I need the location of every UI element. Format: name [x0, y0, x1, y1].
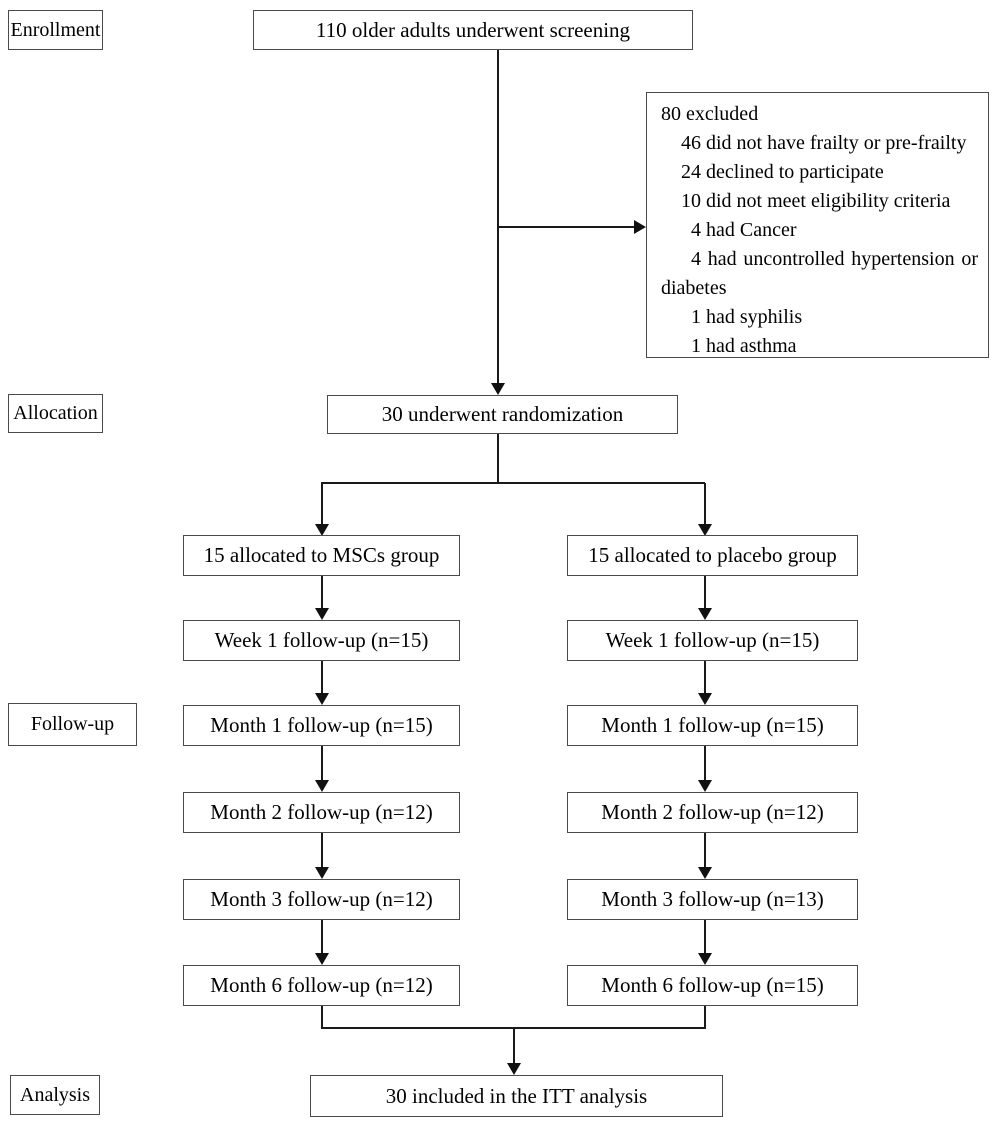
- box-placebo-month6: Month 6 follow-up (n=15): [567, 965, 858, 1006]
- box-randomization: 30 underwent randomization: [327, 395, 678, 434]
- connector-right: [704, 661, 706, 693]
- box-msc-month3: Month 3 follow-up (n=12): [183, 879, 460, 920]
- excluded-line: 24 declined to participate: [681, 161, 884, 183]
- arrowhead-down: [698, 693, 712, 705]
- box-msc-month6: Month 6 follow-up (n=12): [183, 965, 460, 1006]
- box-msc-week1: Week 1 follow-up (n=15): [183, 620, 460, 661]
- connector-left: [321, 920, 323, 953]
- connector-merge-left: [321, 1006, 323, 1028]
- arrowhead-down: [698, 524, 712, 536]
- connector-merge-horizontal: [321, 1027, 706, 1029]
- stage-label-allocation: Allocation: [8, 394, 103, 433]
- excluded-line: 4 had uncontrolled hypertension or diabe…: [661, 248, 978, 299]
- excluded-line: 1 had syphilis: [691, 306, 803, 328]
- connector-merge-center: [513, 1028, 515, 1063]
- stage-label-followup: Follow-up: [8, 703, 137, 746]
- connector-right: [704, 576, 706, 608]
- excluded-line: 4 had Cancer: [691, 219, 797, 241]
- box-placebo-month2: Month 2 follow-up (n=12): [567, 792, 858, 833]
- arrowhead-down: [315, 693, 329, 705]
- box-placebo-week1: Week 1 follow-up (n=15): [567, 620, 858, 661]
- connector-left: [321, 576, 323, 608]
- excluded-line: 46 did not have frailty or pre-frailty: [681, 132, 967, 154]
- connector-excluded-branch: [498, 226, 634, 228]
- connector-split-horizontal: [321, 482, 705, 484]
- connector-right: [704, 833, 706, 867]
- connector-right: [704, 746, 706, 780]
- box-msc-allocation: 15 allocated to MSCs group: [183, 535, 460, 576]
- stage-label-enrollment: Enrollment: [8, 10, 103, 50]
- arrowhead-down: [698, 780, 712, 792]
- connector-left: [321, 661, 323, 693]
- connector-split-right: [704, 483, 706, 524]
- arrowhead-down: [698, 867, 712, 879]
- connector-split-left: [321, 483, 323, 524]
- arrowhead-down: [315, 524, 329, 536]
- arrowhead-down: [315, 867, 329, 879]
- arrowhead-down: [507, 1063, 521, 1075]
- arrowhead-down: [491, 383, 505, 395]
- stage-label-analysis: Analysis: [10, 1075, 100, 1115]
- arrowhead-down: [698, 608, 712, 620]
- connector-screening-randomization: [497, 50, 499, 383]
- box-msc-month1: Month 1 follow-up (n=15): [183, 705, 460, 746]
- box-screening: 110 older adults underwent screening: [253, 10, 693, 50]
- box-msc-month2: Month 2 follow-up (n=12): [183, 792, 460, 833]
- arrowhead-right: [634, 220, 646, 234]
- connector-randomization-split: [497, 434, 499, 483]
- arrowhead-down: [698, 953, 712, 965]
- excluded-line: 80 excluded: [661, 103, 759, 125]
- excluded-line: 10 did not meet eligibility criteria: [681, 190, 951, 212]
- box-excluded: 80 excluded 46 did not have frailty or p…: [646, 92, 989, 358]
- connector-right: [704, 920, 706, 953]
- arrowhead-down: [315, 953, 329, 965]
- arrowhead-down: [315, 780, 329, 792]
- box-itt-analysis: 30 included in the ITT analysis: [310, 1075, 723, 1117]
- arrowhead-down: [315, 608, 329, 620]
- excluded-line: 1 had asthma: [691, 335, 797, 357]
- box-placebo-month1: Month 1 follow-up (n=15): [567, 705, 858, 746]
- box-placebo-allocation: 15 allocated to placebo group: [567, 535, 858, 576]
- connector-merge-right: [704, 1006, 706, 1028]
- connector-left: [321, 746, 323, 780]
- box-placebo-month3: Month 3 follow-up (n=13): [567, 879, 858, 920]
- connector-left: [321, 833, 323, 867]
